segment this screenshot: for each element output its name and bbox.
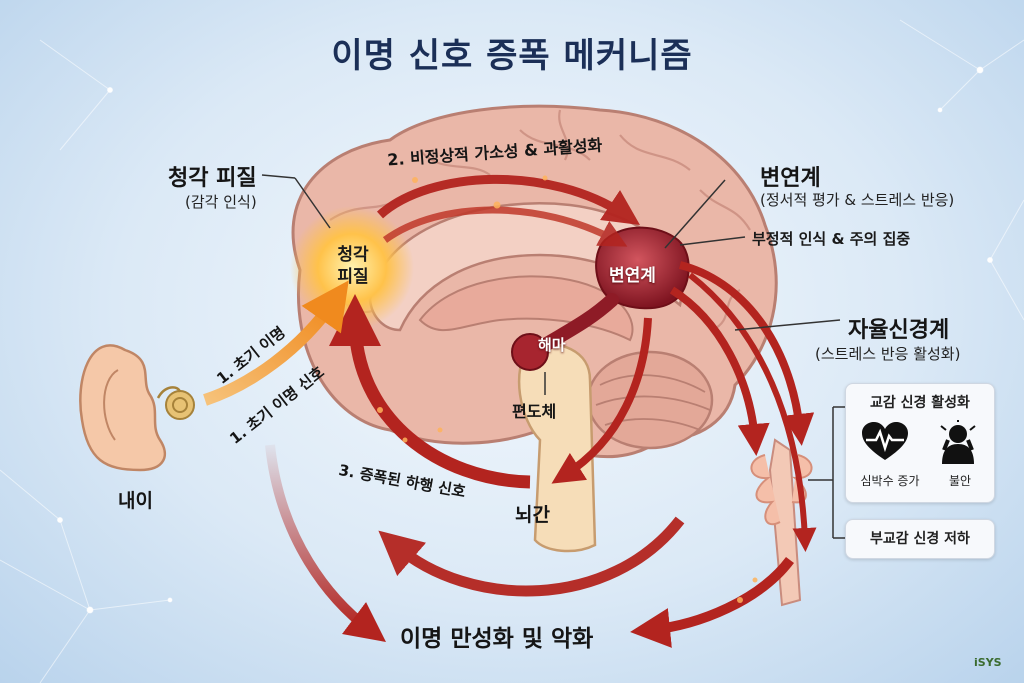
sympathetic-panel: 교감 신경 활성화 심박수 증가 불안 — [845, 383, 995, 503]
autonomic-sub: (스트레스 반응 활성화) — [815, 343, 960, 364]
hippocampus-label: 해마 — [538, 334, 566, 355]
anxiety-person-icon — [936, 420, 980, 464]
sympathetic-item-0: 심박수 증가 — [850, 472, 930, 489]
autonomic-label: 자율신경계 — [848, 312, 949, 344]
sympathetic-item-1: 불안 — [930, 472, 990, 489]
auditory-cortex-label: 청각 피질 — [168, 160, 257, 192]
auditory-cortex-sub: (감각 인식) — [185, 191, 257, 212]
ear-illustration — [80, 345, 194, 470]
limbic-inner: 변연계 — [609, 261, 656, 286]
inner-ear-label: 내이 — [118, 486, 153, 513]
parasympathetic-panel: 부교감 신경 저하 — [845, 519, 995, 559]
sympathetic-header: 교감 신경 활성화 — [846, 392, 994, 412]
heart-rate-icon — [860, 422, 910, 462]
auditory-cortex-inner: 청각 피질 — [318, 244, 388, 288]
brainstem-label: 뇌간 — [515, 500, 550, 527]
limbic-sub: (정서적 평가 & 스트레스 반응) — [760, 189, 954, 210]
logo: iSYS — [974, 656, 1002, 669]
limbic-label: 변연계 — [760, 160, 821, 192]
page-title: 이명 신호 증폭 메커니즘 — [0, 28, 1024, 77]
amygdala-label: 편도체 — [512, 398, 556, 422]
outcome-label: 이명 만성화 및 악화 — [400, 619, 593, 653]
limbic-note: 부정적 인식 & 주의 집중 — [752, 228, 910, 249]
